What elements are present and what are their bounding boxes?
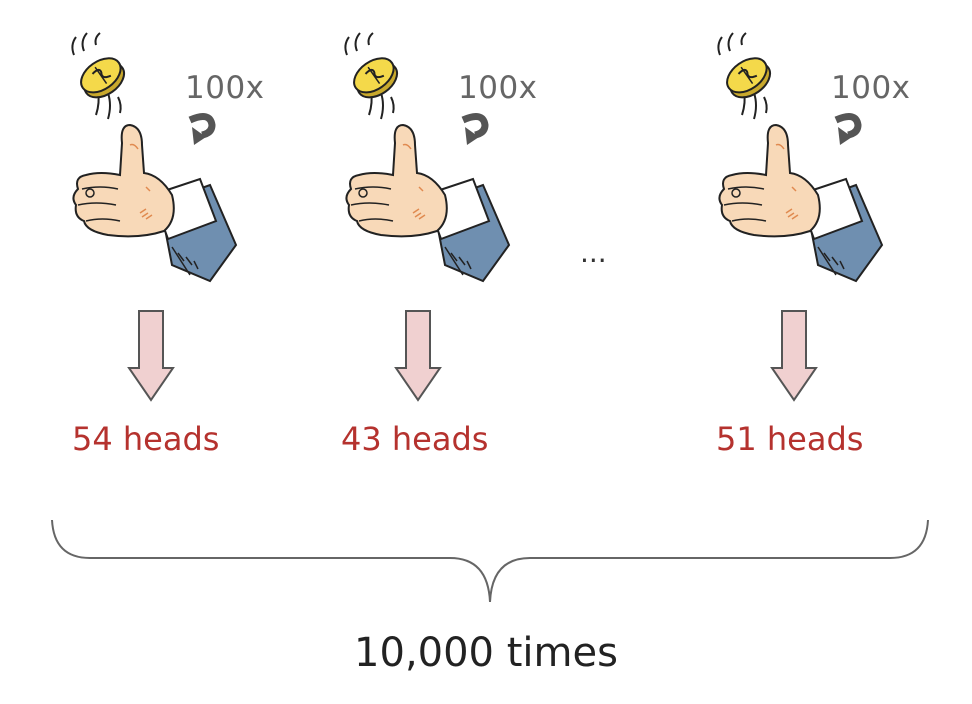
down-arrow-icon (127, 310, 175, 402)
total-label: 10,000 times (354, 630, 618, 676)
coin-flip-group-2: 100x (323, 25, 563, 295)
result-label-3: 51 heads (716, 420, 864, 458)
coin-flip-hand-icon (323, 25, 523, 295)
multiplier-label: 100x (458, 70, 538, 106)
coin-flip-hand-icon (696, 25, 896, 295)
down-arrow-icon (770, 310, 818, 402)
multiplier-label: 100x (185, 70, 265, 106)
down-arrow-icon (394, 310, 442, 402)
curly-brace (51, 519, 929, 603)
result-label-2: 43 heads (341, 420, 489, 458)
coin-flip-hand-icon (50, 25, 250, 295)
coin-flip-group-3: 100x (696, 25, 936, 295)
multiplier-label: 100x (831, 70, 911, 106)
coin-flip-group-1: 100x (50, 25, 290, 295)
result-label-1: 54 heads (72, 420, 220, 458)
ellipsis: ... (580, 236, 607, 269)
